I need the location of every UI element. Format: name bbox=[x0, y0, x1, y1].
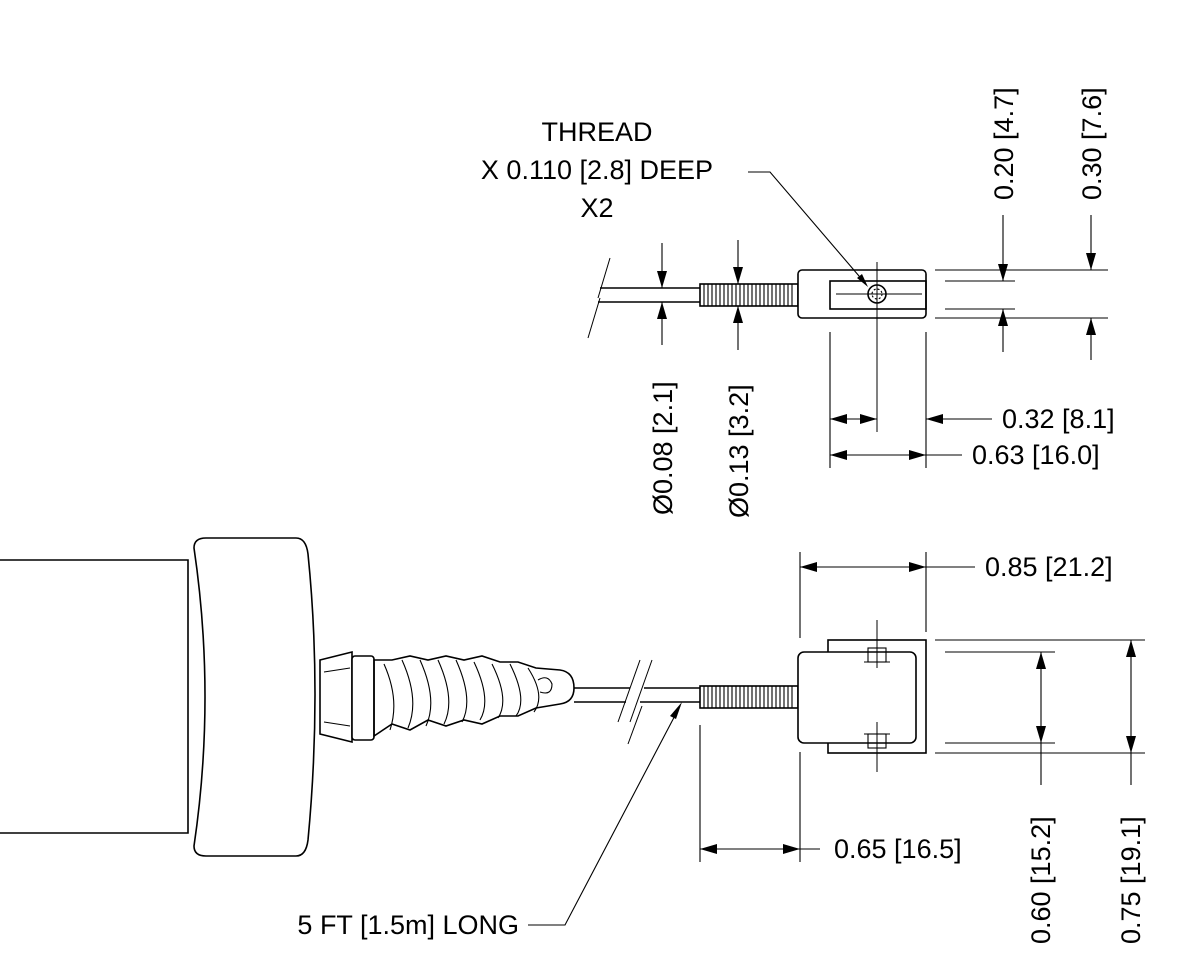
dim-0-63-label: 0.63 [16.0] bbox=[972, 440, 1100, 470]
dim-0-75-label: 0.75 [19.1] bbox=[1116, 816, 1146, 944]
sensor-head-bottom bbox=[797, 620, 927, 772]
bottom-view bbox=[0, 537, 1145, 926]
cable-break-mark bbox=[629, 659, 653, 723]
dim-0-20-label: 0.20 [4.7] bbox=[989, 87, 1019, 200]
dim-0-30-label: 0.30 [7.6] bbox=[1077, 87, 1107, 200]
spring-strain-relief bbox=[373, 655, 575, 738]
thread-leader bbox=[748, 171, 866, 284]
cylinder-body bbox=[0, 537, 316, 857]
thread-sleeve-bottom bbox=[699, 685, 799, 709]
cable-length-label: 5 FT [1.5m] LONG bbox=[297, 910, 519, 940]
thread-label-line3: X2 bbox=[580, 193, 613, 223]
sensor-head-top bbox=[797, 262, 927, 432]
cable-length-leader bbox=[528, 705, 681, 926]
dim-0-32-label: 0.32 [8.1] bbox=[1002, 404, 1115, 434]
labels: THREAD X 0.110 [2.8] DEEP X2 0.20 [4.7] … bbox=[297, 87, 1146, 944]
connector-collar bbox=[319, 650, 375, 744]
cable-break-mark bbox=[617, 659, 641, 723]
thread-hole-icon bbox=[867, 284, 887, 304]
thread-label-line2: X 0.110 [2.8] DEEP bbox=[481, 155, 713, 185]
thread-label-line1: THREAD bbox=[541, 117, 652, 147]
arrowhead bbox=[857, 274, 868, 287]
dim-0-60-label: 0.60 [15.2] bbox=[1026, 816, 1056, 944]
cable-break-mark bbox=[587, 297, 601, 339]
cable-break-mark bbox=[597, 257, 611, 299]
dim-0-85-label: 0.85 [21.2] bbox=[985, 552, 1113, 582]
top-view bbox=[587, 171, 1108, 468]
dim-0-65-label: 0.65 [16.5] bbox=[834, 834, 962, 864]
dim-cable-diameter-label: Ø0.08 [2.1] bbox=[648, 381, 678, 515]
thread-sleeve-top bbox=[699, 283, 799, 307]
dim-sleeve-diameter-label: Ø0.13 [3.2] bbox=[724, 384, 754, 518]
